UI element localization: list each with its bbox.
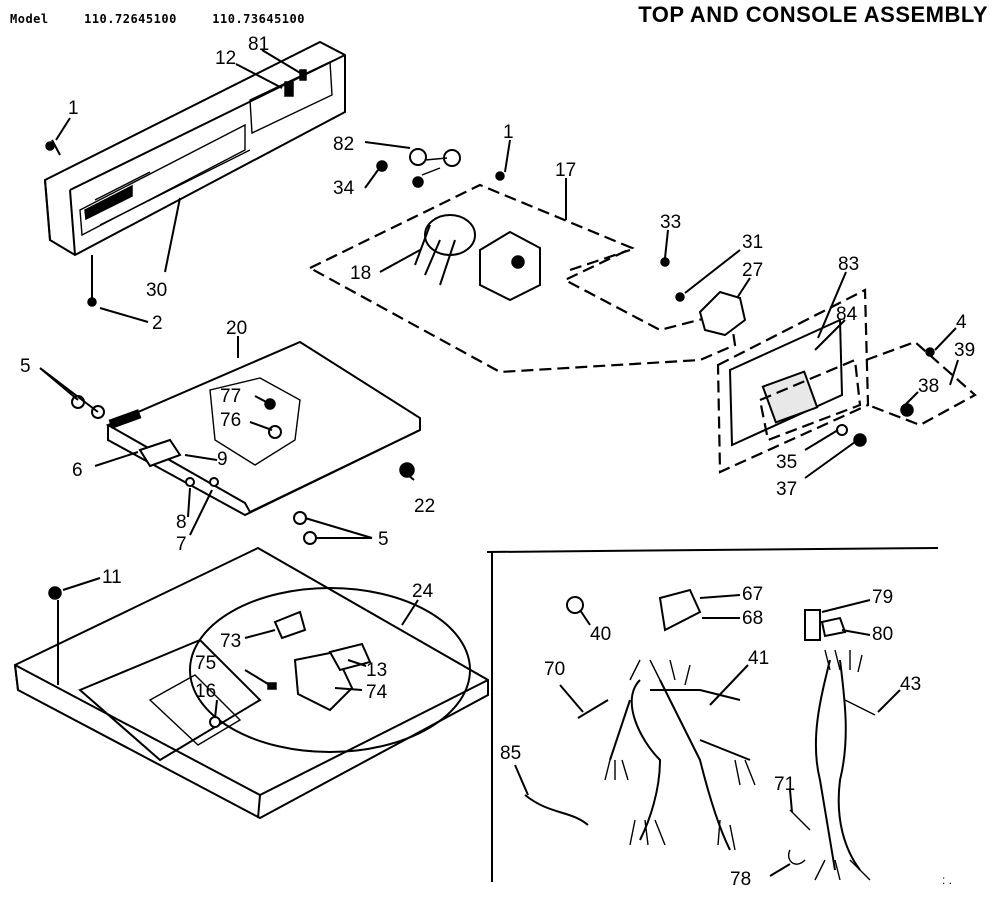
callout-11: 11 — [102, 567, 122, 588]
callout-76: 76 — [220, 410, 241, 431]
callout-12: 12 — [215, 48, 236, 69]
callout-83: 83 — [838, 254, 859, 275]
callout-16: 16 — [195, 681, 216, 702]
callout-40: 40 — [590, 624, 611, 645]
callout-85: 85 — [500, 743, 521, 764]
callout-75: 75 — [195, 653, 216, 674]
callout-79: 79 — [872, 587, 893, 608]
callout-17: 17 — [555, 160, 576, 181]
callout-5-left: 5 — [20, 356, 31, 377]
callout-84: 84 — [836, 304, 858, 325]
model-number-1: 110.72645100 — [84, 12, 177, 26]
callout-41: 41 — [748, 648, 769, 669]
callout-13: 13 — [366, 660, 387, 681]
callout-8: 8 — [176, 512, 187, 533]
callout-labels: 1 12 81 30 2 82 34 1 17 18 33 31 27 83 8… — [20, 34, 975, 890]
rear-panel — [716, 288, 977, 474]
callout-33: 33 — [660, 212, 681, 233]
callout-39: 39 — [954, 340, 975, 361]
model-header: Model 110.72645100 110.73645100 — [10, 12, 305, 26]
callout-5-right: 5 — [378, 529, 389, 550]
callout-82: 82 — [333, 134, 354, 155]
callout-35: 35 — [776, 452, 797, 473]
callout-18: 18 — [350, 263, 371, 284]
callout-27: 27 — [742, 260, 763, 281]
callout-80: 80 — [872, 624, 893, 645]
washer-top — [13, 546, 489, 820]
console-panel — [43, 40, 346, 307]
callout-68: 68 — [742, 608, 763, 629]
callout-2: 2 — [152, 313, 163, 334]
callout-77: 77 — [220, 386, 241, 407]
footer-mark: : . — [942, 873, 952, 887]
callout-71: 71 — [774, 774, 795, 795]
callout-20: 20 — [226, 318, 247, 339]
callout-70: 70 — [544, 659, 565, 680]
timer-assembly — [376, 148, 747, 337]
callout-34: 34 — [333, 178, 355, 199]
diagram-title: TOP AND CONSOLE ASSEMBLY — [638, 2, 988, 27]
callout-22: 22 — [414, 496, 435, 517]
callout-74: 74 — [366, 682, 388, 703]
callout-73: 73 — [220, 631, 241, 652]
callout-78: 78 — [730, 869, 751, 890]
callout-38: 38 — [918, 376, 939, 397]
callout-81: 81 — [248, 34, 269, 55]
callout-6: 6 — [72, 460, 83, 481]
model-number-2: 110.73645100 — [212, 12, 305, 26]
callout-1-top-left: 1 — [68, 98, 79, 119]
wiring-inset — [486, 547, 939, 882]
callout-9: 9 — [217, 449, 228, 470]
callout-4: 4 — [956, 312, 967, 333]
callout-37: 37 — [776, 479, 797, 500]
control-bracket-outline — [307, 183, 737, 374]
callout-67: 67 — [742, 584, 763, 605]
callout-7: 7 — [176, 534, 187, 555]
leader-lines — [39, 49, 959, 877]
lid-assembly — [71, 340, 421, 545]
callout-31: 31 — [742, 232, 763, 253]
model-label: Model — [10, 12, 49, 26]
callout-1-console: 1 — [503, 122, 514, 143]
callout-24: 24 — [412, 581, 434, 602]
callout-43: 43 — [900, 674, 921, 695]
callout-30: 30 — [146, 280, 167, 301]
